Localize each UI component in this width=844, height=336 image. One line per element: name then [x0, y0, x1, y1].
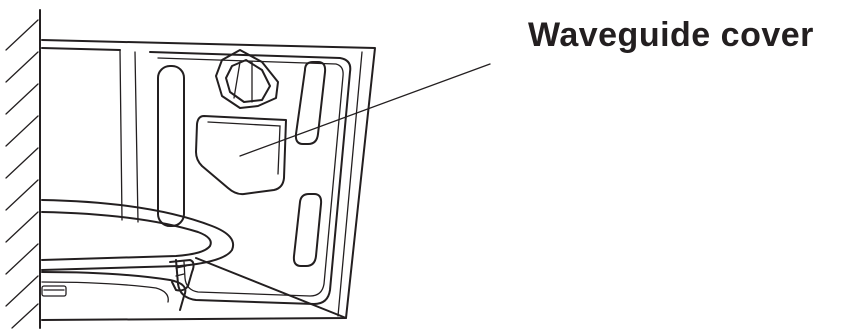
waveguide-cover-label: Waveguide cover [528, 16, 814, 54]
side-wall [5, 9, 41, 329]
turntable-tray [41, 199, 347, 319]
cavity-wall-panel [41, 39, 376, 321]
stirrer-knob [215, 49, 279, 109]
waveguide-cover-plate [195, 115, 287, 196]
callout-leader-line [239, 63, 491, 157]
